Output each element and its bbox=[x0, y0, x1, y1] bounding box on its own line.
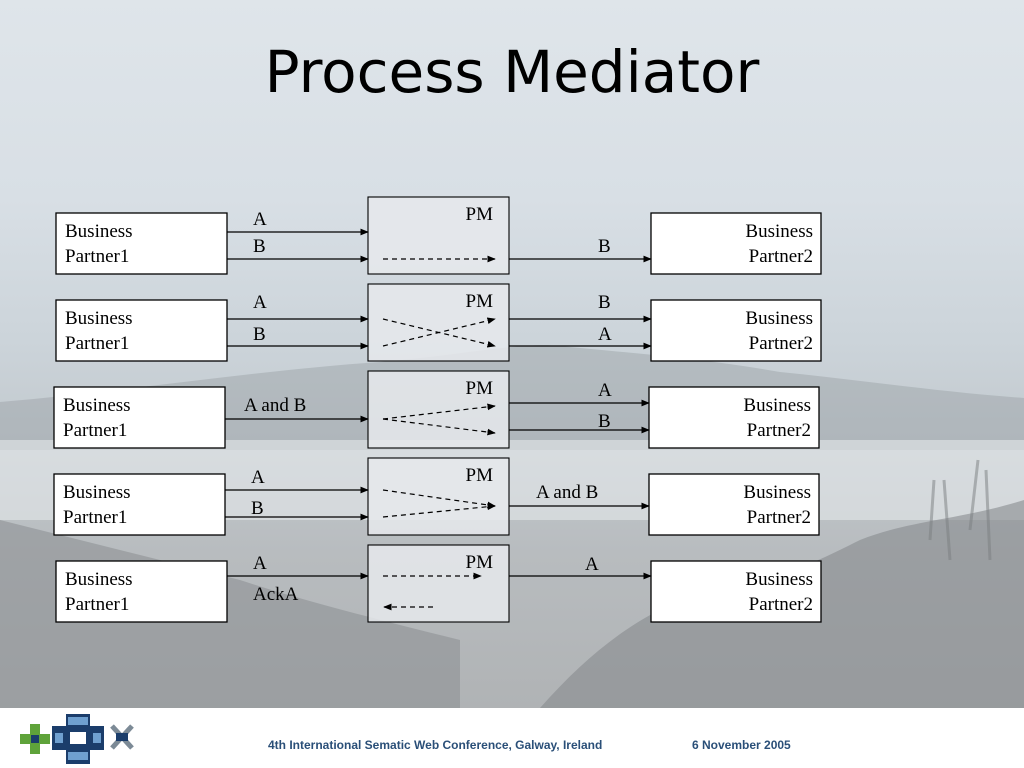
process-mediator-box bbox=[367, 457, 510, 536]
partner2-label: Business bbox=[745, 569, 813, 590]
in-message-label: B bbox=[253, 324, 266, 345]
in-message-label: A bbox=[251, 467, 265, 488]
partner2-label: Business bbox=[745, 221, 813, 242]
pm-label: PM bbox=[466, 378, 494, 399]
in-message-label: B bbox=[251, 498, 264, 519]
mediation-arrow bbox=[382, 418, 496, 436]
mediation-arrow bbox=[382, 489, 496, 509]
in-message-label: A bbox=[253, 553, 267, 574]
business-partner1-box bbox=[53, 473, 226, 536]
partner2-label: Business bbox=[743, 482, 811, 503]
out-message-label: A bbox=[598, 380, 612, 401]
out-message-label: A bbox=[585, 554, 599, 575]
business-partner1-box bbox=[55, 212, 228, 275]
in-message-label: A bbox=[253, 292, 267, 313]
partner2-label: Partner2 bbox=[749, 333, 813, 354]
business-partner2-box bbox=[648, 473, 820, 536]
business-partner1-box bbox=[53, 386, 226, 449]
partner1-label: Business bbox=[65, 221, 133, 242]
conference-logos bbox=[20, 714, 134, 764]
mediation-arrow bbox=[382, 403, 496, 420]
partner1-label: Partner1 bbox=[63, 420, 127, 441]
footer-bar: 4th International Sematic Web Conference… bbox=[0, 708, 1024, 768]
out-message-label: B bbox=[598, 292, 611, 313]
out-message-label: A bbox=[598, 324, 612, 345]
partner2-label: Business bbox=[743, 395, 811, 416]
pm-label: PM bbox=[466, 552, 494, 573]
in-message-label: AckA bbox=[253, 584, 299, 605]
partner1-label: Business bbox=[65, 569, 133, 590]
partner2-label: Partner2 bbox=[749, 246, 813, 267]
out-message-label: B bbox=[598, 411, 611, 432]
business-partner2-box bbox=[650, 560, 822, 623]
process-mediator-box bbox=[367, 283, 510, 362]
business-partner2-box bbox=[650, 212, 822, 275]
mediation-arrow bbox=[382, 503, 496, 518]
partner1-label: Partner1 bbox=[65, 333, 129, 354]
partner2-label: Business bbox=[745, 308, 813, 329]
in-message-label: A bbox=[253, 209, 267, 230]
business-partner1-box bbox=[55, 299, 228, 362]
pm-label: PM bbox=[466, 291, 494, 312]
footer-date: 6 November 2005 bbox=[692, 738, 791, 752]
business-partner2-box bbox=[650, 299, 822, 362]
green-cross-logo bbox=[20, 724, 50, 754]
gray-x-logo bbox=[110, 724, 134, 750]
partner1-label: Partner1 bbox=[65, 246, 129, 267]
partner2-label: Partner2 bbox=[747, 507, 811, 528]
slide-title: Process Mediator bbox=[264, 38, 760, 106]
mediation-arrow bbox=[382, 317, 496, 347]
out-message-label: B bbox=[598, 236, 611, 257]
partner2-label: Partner2 bbox=[749, 594, 813, 615]
partner1-label: Partner1 bbox=[65, 594, 129, 615]
process-mediator-box bbox=[367, 196, 510, 275]
partner1-label: Business bbox=[63, 482, 131, 503]
partner2-label: Partner2 bbox=[747, 420, 811, 441]
footer-conference: 4th International Sematic Web Conference… bbox=[268, 738, 603, 752]
blue-cross-logo bbox=[52, 714, 104, 764]
process-mediator-box bbox=[367, 370, 510, 449]
out-message-label: A and B bbox=[536, 482, 598, 503]
partner1-label: Business bbox=[65, 308, 133, 329]
pm-label: PM bbox=[466, 204, 494, 225]
business-partner2-box bbox=[648, 386, 820, 449]
in-message-label: B bbox=[253, 236, 266, 257]
in-message-label: A and B bbox=[244, 395, 306, 416]
business-partner1-box bbox=[55, 560, 228, 623]
partner1-label: Business bbox=[63, 395, 131, 416]
pm-label: PM bbox=[466, 465, 494, 486]
partner1-label: Partner1 bbox=[63, 507, 127, 528]
